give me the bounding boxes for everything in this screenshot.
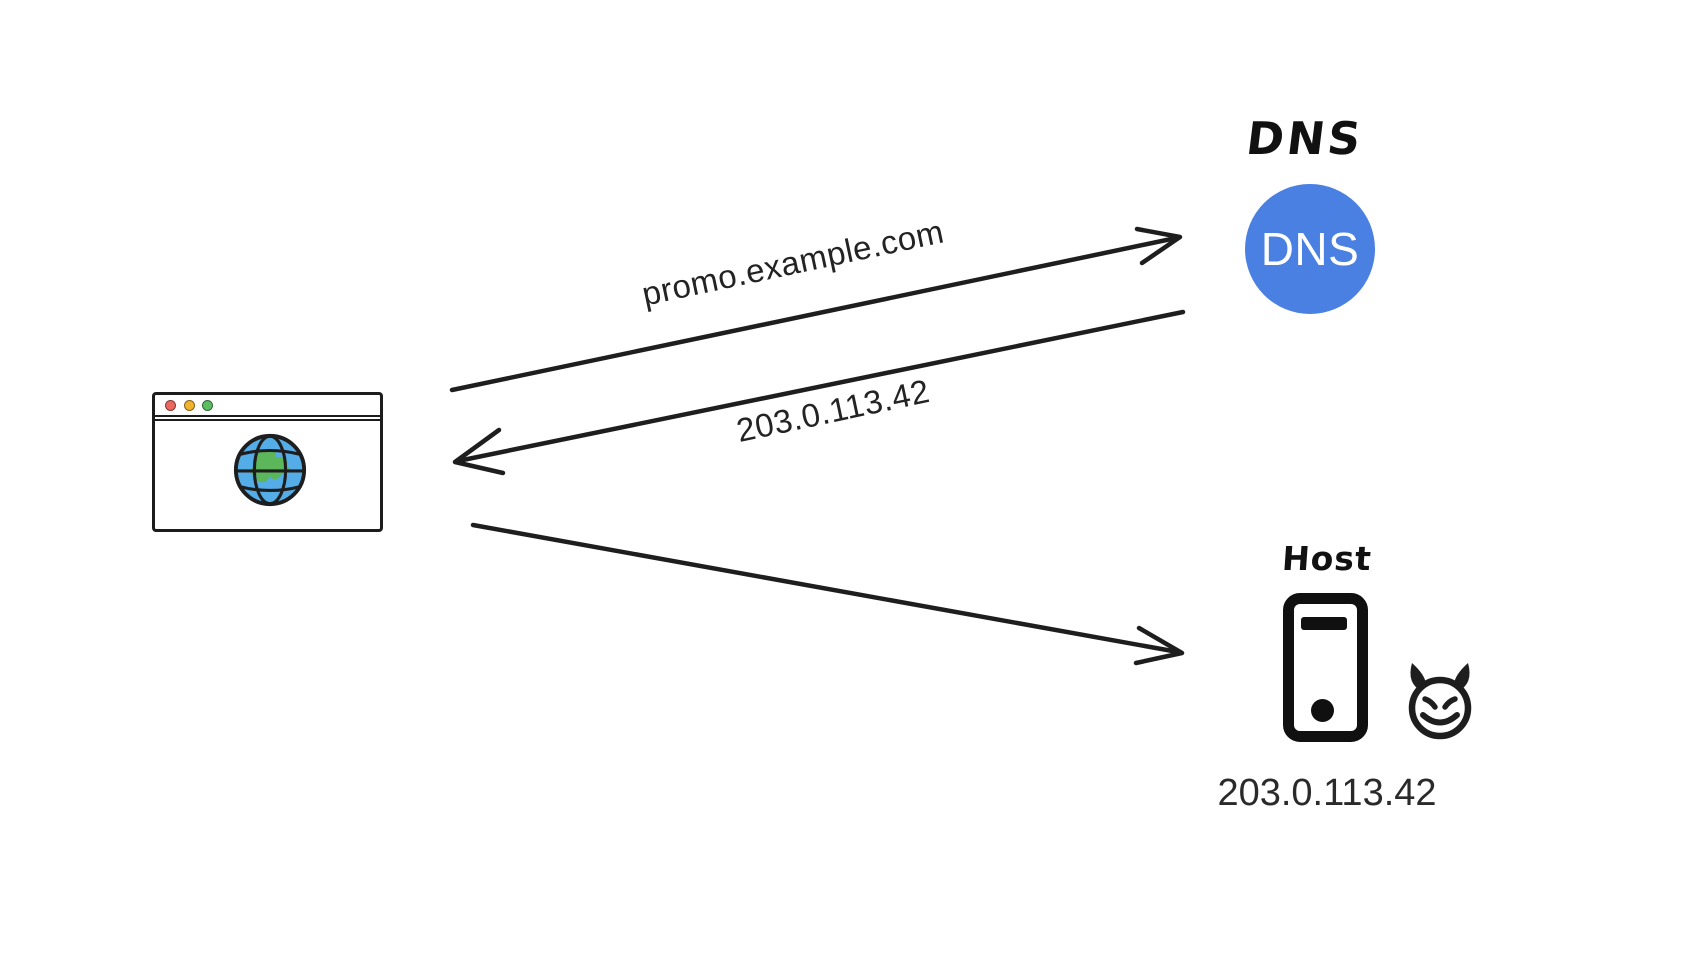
server-drive-slot [1301,617,1347,630]
query-label: promo.example.com [638,212,948,313]
dns-circle-badge: DNS [1245,184,1375,314]
host-ip-label: 203.0.113.42 [1217,772,1437,814]
devil-face-icon [1400,659,1480,743]
traffic-light-yellow-icon [184,400,195,411]
traffic-light-green-icon [202,400,213,411]
browser-window-icon [152,392,383,532]
browser-titlebar [155,395,380,417]
arrow-response [452,309,1186,476]
server-power-led [1311,699,1334,722]
globe-icon [231,431,309,509]
dns-title: DNS [1243,112,1367,165]
response-label: 203.0.113.42 [733,372,933,450]
titlebar-divider [154,419,381,421]
traffic-light-red-icon [165,400,176,411]
arrow-to-host [470,522,1185,666]
host-title: Host [1280,539,1374,578]
dns-badge-text: DNS [1260,223,1360,275]
